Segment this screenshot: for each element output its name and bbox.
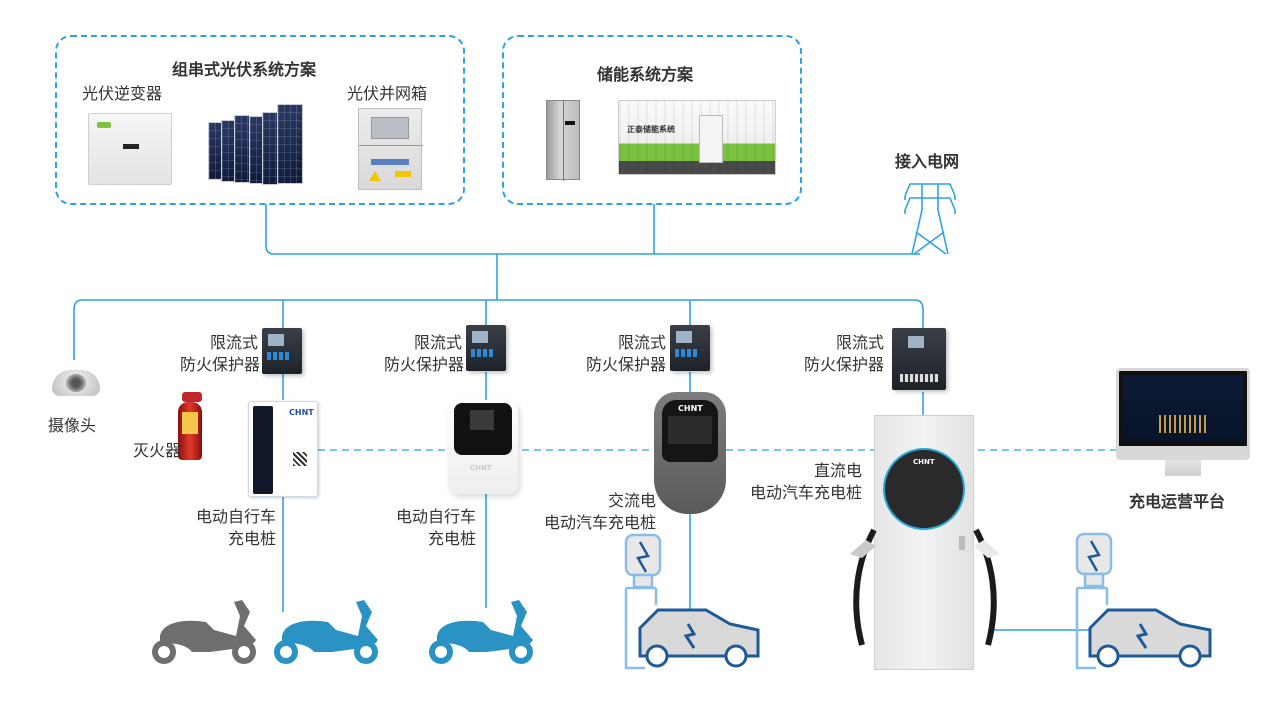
protector-1-label: 限流式 防火保护器 [180,333,261,374]
ac-ev-charger-device[interactable]: CHNT [654,392,726,514]
ebike-charger-1-label: 电动自行车 充电桩 [195,507,276,548]
power-tower-icon [904,183,956,255]
dc-ev-charger-label: 直流电 电动汽车充电桩 [749,461,862,502]
ev-car-ac-icon [638,608,760,668]
storage-system-title: 储能系统方案 [597,65,694,84]
extinguisher-label: 灭火器 [133,441,182,460]
ev-station-dc-icon [1075,532,1113,670]
container-text: 正泰储能系统 [627,125,675,134]
dc-ev-charger-device[interactable]: CHNT [874,415,974,670]
ebike-charger-1-device[interactable]: CHNT [248,401,318,497]
protector-1-device[interactable] [262,328,302,374]
storage-cabinet-image [546,100,580,181]
grid-label: 接入电网 [895,152,960,171]
combiner-label: 光伏并网箱 [347,84,428,103]
camera-image [52,360,100,396]
lower-bus-line [73,299,924,360]
pv-system-group [55,35,465,205]
storage-system-group [502,35,802,205]
camera-label: 摄像头 [48,416,97,435]
operation-platform-monitor[interactable] [1116,368,1250,460]
fire-extinguisher-image [170,390,210,462]
pv-inverter-image [88,113,172,185]
ebike-charger-2-label: 电动自行车 充电桩 [395,507,476,548]
dc-charging-cables [850,528,1000,646]
protector-4-device[interactable] [892,328,946,390]
scooter-blue-1-icon [274,600,378,664]
protector-2-device[interactable] [466,325,506,371]
solar-panels-image [208,100,308,185]
scooter-gray-icon [152,600,256,664]
protector-3-device[interactable] [670,325,710,371]
monitor-stand [1165,460,1201,476]
pv-system-title: 组串式光伏系统方案 [172,60,317,79]
ac-ev-charger-label: 交流电 电动汽车充电桩 [543,491,656,532]
ebike-charger-2-device[interactable]: CHNT [448,400,518,494]
inverter-label: 光伏逆变器 [82,84,163,103]
ev-car-dc-icon [1088,608,1212,668]
scooter-blue-2-icon [429,600,533,664]
storage-container-image: 正泰储能系统 [618,100,776,175]
pv-combiner-box-image [358,108,423,190]
protector-3-label: 限流式 防火保护器 [585,333,666,374]
pv-to-bus-line [265,204,920,255]
protector-2-label: 限流式 防火保护器 [384,333,465,374]
ev-station-ac-icon [624,533,662,670]
protector-4-label: 限流式 防火保护器 [803,333,884,374]
platform-label: 充电运营平台 [1129,492,1226,511]
